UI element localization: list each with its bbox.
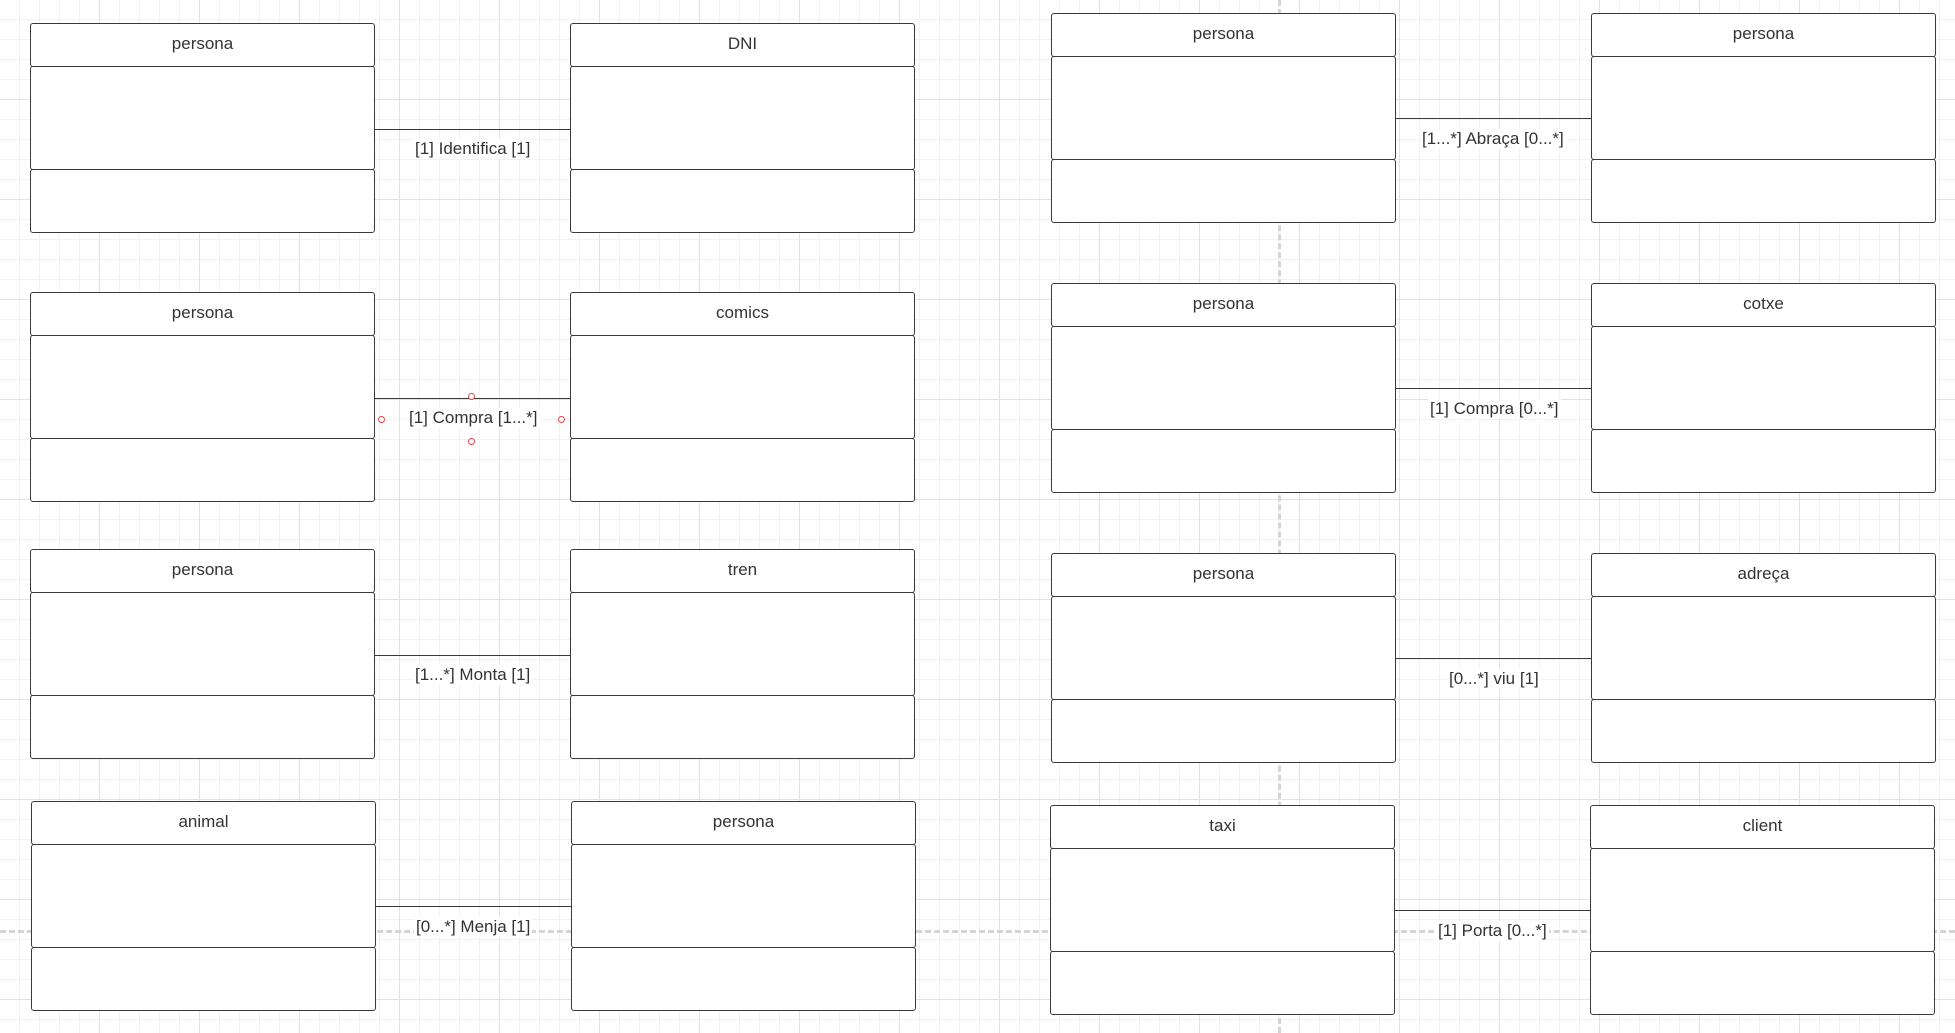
class-attributes[interactable] (1591, 596, 1936, 700)
uml-class-comics[interactable]: comics (570, 292, 915, 502)
class-name[interactable]: persona (30, 292, 375, 336)
class-attributes[interactable] (1590, 848, 1935, 952)
class-name[interactable]: persona (571, 801, 916, 845)
class-name[interactable]: persona (1051, 283, 1396, 327)
class-name[interactable]: animal (31, 801, 376, 845)
class-methods[interactable] (1590, 951, 1935, 1015)
class-attributes[interactable] (31, 844, 376, 948)
association-label[interactable]: [1...*] Monta [1] (413, 665, 533, 685)
association-line[interactable] (1395, 910, 1590, 911)
class-methods[interactable] (1051, 699, 1396, 763)
class-methods[interactable] (570, 438, 915, 502)
class-methods[interactable] (1051, 159, 1396, 223)
class-attributes[interactable] (30, 335, 375, 439)
selection-handle-right[interactable] (558, 416, 565, 423)
class-attributes[interactable] (1591, 326, 1936, 430)
class-methods[interactable] (570, 169, 915, 233)
class-methods[interactable] (31, 947, 376, 1011)
uml-class-cotxe[interactable]: cotxe (1591, 283, 1936, 493)
class-name[interactable]: tren (570, 549, 915, 593)
association-label[interactable]: [1...*] Abraça [0...*] (1420, 129, 1566, 149)
association-label[interactable]: [1] Identifica [1] (413, 139, 533, 159)
uml-class-persona[interactable]: persona (1051, 553, 1396, 763)
horizontal-guide-line (0, 930, 1955, 933)
class-methods[interactable] (30, 169, 375, 233)
selection-handle-bottom[interactable] (468, 438, 475, 445)
class-attributes[interactable] (570, 66, 915, 170)
uml-class-persona[interactable]: persona (30, 549, 375, 759)
class-attributes[interactable] (30, 592, 375, 696)
class-name[interactable]: taxi (1050, 805, 1395, 849)
class-methods[interactable] (570, 695, 915, 759)
class-name[interactable]: persona (30, 549, 375, 593)
class-methods[interactable] (1591, 159, 1936, 223)
uml-class-persona[interactable]: persona (1051, 13, 1396, 223)
class-name[interactable]: persona (1591, 13, 1936, 57)
class-methods[interactable] (571, 947, 916, 1011)
class-name[interactable]: persona (1051, 13, 1396, 57)
association-line[interactable] (375, 129, 570, 130)
uml-class-client[interactable]: client (1590, 805, 1935, 1015)
class-name[interactable]: comics (570, 292, 915, 336)
uml-class-tren[interactable]: tren (570, 549, 915, 759)
association-label-selected[interactable]: [1] Compra [1...*] (407, 408, 540, 428)
uml-class-persona[interactable]: persona (30, 23, 375, 233)
association-label[interactable]: [1] Compra [0...*] (1428, 399, 1561, 419)
class-attributes[interactable] (1051, 56, 1396, 160)
class-methods[interactable] (1051, 429, 1396, 493)
class-methods[interactable] (1591, 699, 1936, 763)
uml-class-persona[interactable]: persona (571, 801, 916, 1011)
selection-handle-top[interactable] (468, 393, 475, 400)
uml-class-animal[interactable]: animal (31, 801, 376, 1011)
association-line[interactable] (1396, 388, 1591, 389)
association-line[interactable] (375, 655, 570, 656)
uml-class-persona[interactable]: persona (30, 292, 375, 502)
vertical-guide-line (1278, 0, 1281, 1033)
class-name[interactable]: client (1590, 805, 1935, 849)
association-label[interactable]: [1] Porta [0...*] (1436, 921, 1549, 941)
class-methods[interactable] (1591, 429, 1936, 493)
class-attributes[interactable] (1050, 848, 1395, 952)
class-name[interactable]: adreça (1591, 553, 1936, 597)
class-attributes[interactable] (1051, 326, 1396, 430)
association-line[interactable] (1396, 658, 1591, 659)
association-line[interactable] (376, 906, 571, 907)
class-methods[interactable] (30, 695, 375, 759)
class-methods[interactable] (1050, 951, 1395, 1015)
uml-class-taxi[interactable]: taxi (1050, 805, 1395, 1015)
uml-class-persona[interactable]: persona (1051, 283, 1396, 493)
class-attributes[interactable] (571, 844, 916, 948)
uml-class-persona[interactable]: persona (1591, 13, 1936, 223)
uml-class-dni[interactable]: DNI (570, 23, 915, 233)
class-methods[interactable] (30, 438, 375, 502)
selection-handle-left[interactable] (378, 416, 385, 423)
class-name[interactable]: cotxe (1591, 283, 1936, 327)
class-attributes[interactable] (570, 335, 915, 439)
class-attributes[interactable] (570, 592, 915, 696)
class-attributes[interactable] (1591, 56, 1936, 160)
class-name[interactable]: DNI (570, 23, 915, 67)
class-attributes[interactable] (30, 66, 375, 170)
association-label[interactable]: [0...*] Menja [1] (414, 917, 533, 937)
class-name[interactable]: persona (30, 23, 375, 67)
class-name[interactable]: persona (1051, 553, 1396, 597)
association-label[interactable]: [0...*] viu [1] (1447, 669, 1541, 689)
class-attributes[interactable] (1051, 596, 1396, 700)
uml-class-adreca[interactable]: adreça (1591, 553, 1936, 763)
association-line[interactable] (1396, 118, 1591, 119)
